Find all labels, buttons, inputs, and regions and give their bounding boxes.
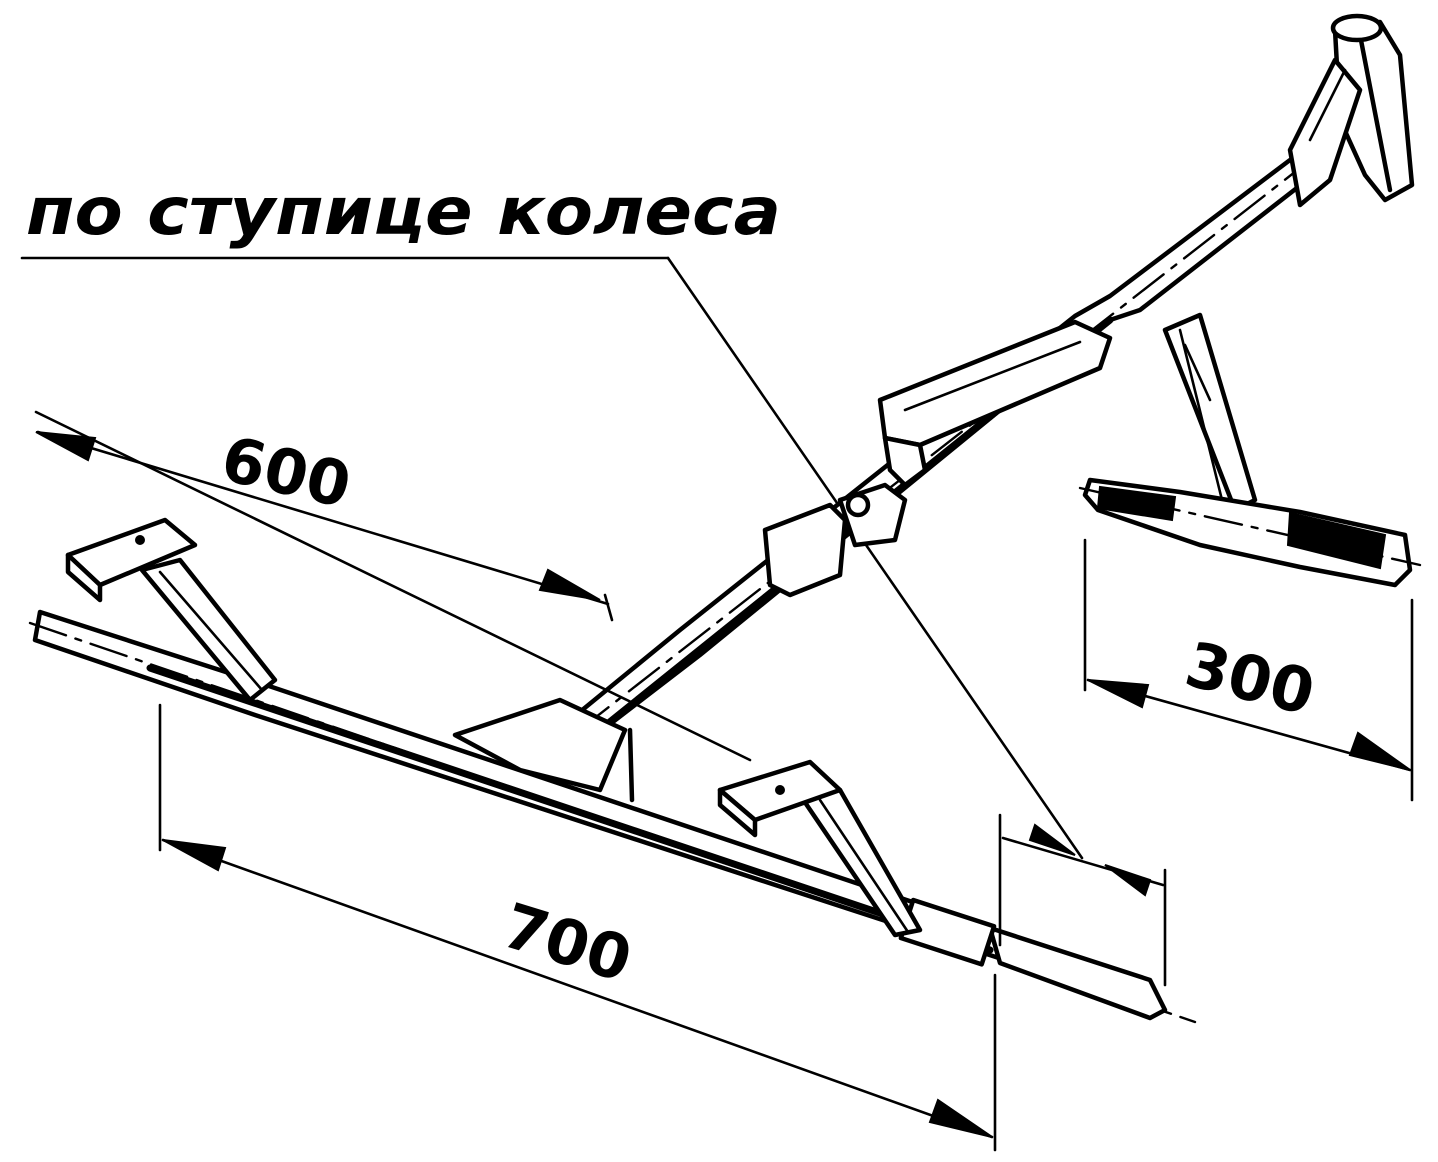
dimension-hub (998, 813, 1167, 987)
right-strut (717, 759, 923, 938)
dimension-700-label: 700 (495, 889, 640, 997)
dimension-600-label: 600 (215, 422, 358, 522)
leader-line (20, 256, 1084, 860)
leader-label: по ступице колеса (26, 173, 781, 250)
dimension-300 (1083, 538, 1414, 802)
dimension-700 (158, 703, 997, 1152)
left-strut (65, 517, 278, 703)
spine-clamp-lower (762, 482, 908, 598)
spine-gusset (452, 697, 635, 803)
head-tube (1287, 13, 1415, 208)
seat-bracket (877, 319, 1113, 488)
rear-strut (1162, 312, 1258, 513)
dimension-300-label: 300 (1178, 627, 1321, 729)
dimension-600 (34, 410, 752, 762)
rear-axle (1078, 477, 1422, 588)
